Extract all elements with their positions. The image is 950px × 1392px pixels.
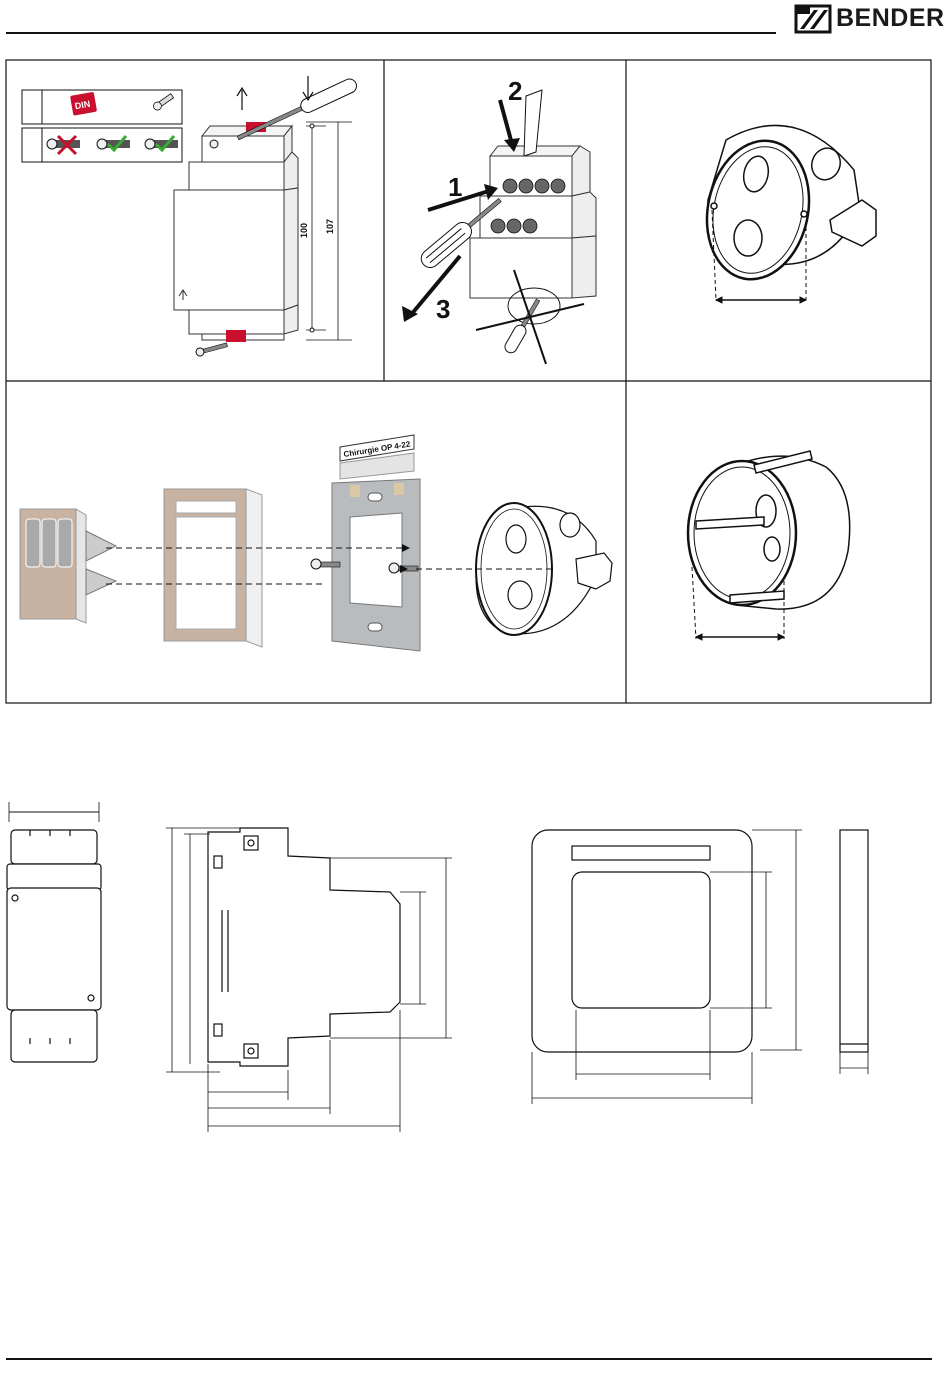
step-1-label: 1	[448, 172, 462, 202]
footer-rule	[6, 1358, 932, 1360]
din-device-drawing	[174, 126, 298, 340]
mounting-plate-icon	[332, 479, 420, 651]
screw-legend: DIN	[22, 90, 182, 162]
dimension-100: 100	[299, 223, 309, 238]
deep-flush-box-icon	[688, 451, 850, 609]
panel-din-device: DIN	[6, 60, 384, 381]
frame-front-drawing	[532, 830, 752, 1052]
panel-terminal-steps: 1 2 3	[384, 60, 626, 381]
step-3-label: 3	[436, 294, 450, 324]
step-2-label: 2	[508, 76, 522, 106]
side-view-drawing	[208, 828, 400, 1066]
panel-flush-assembly: Chirurgie OP 4-22	[6, 381, 626, 703]
cover-frame-icon	[164, 489, 262, 647]
label-strip-icon: Chirurgie OP 4-22	[340, 435, 414, 479]
flush-box-icon	[695, 125, 876, 288]
panel-flush-box	[626, 60, 931, 381]
panel-deep-box	[626, 381, 931, 703]
frame-side-drawing	[840, 830, 868, 1052]
front-view-drawing	[7, 802, 101, 1062]
display-module-icon	[20, 509, 116, 623]
dimension-107: 107	[325, 219, 335, 234]
dimension-drawings	[0, 780, 950, 1160]
